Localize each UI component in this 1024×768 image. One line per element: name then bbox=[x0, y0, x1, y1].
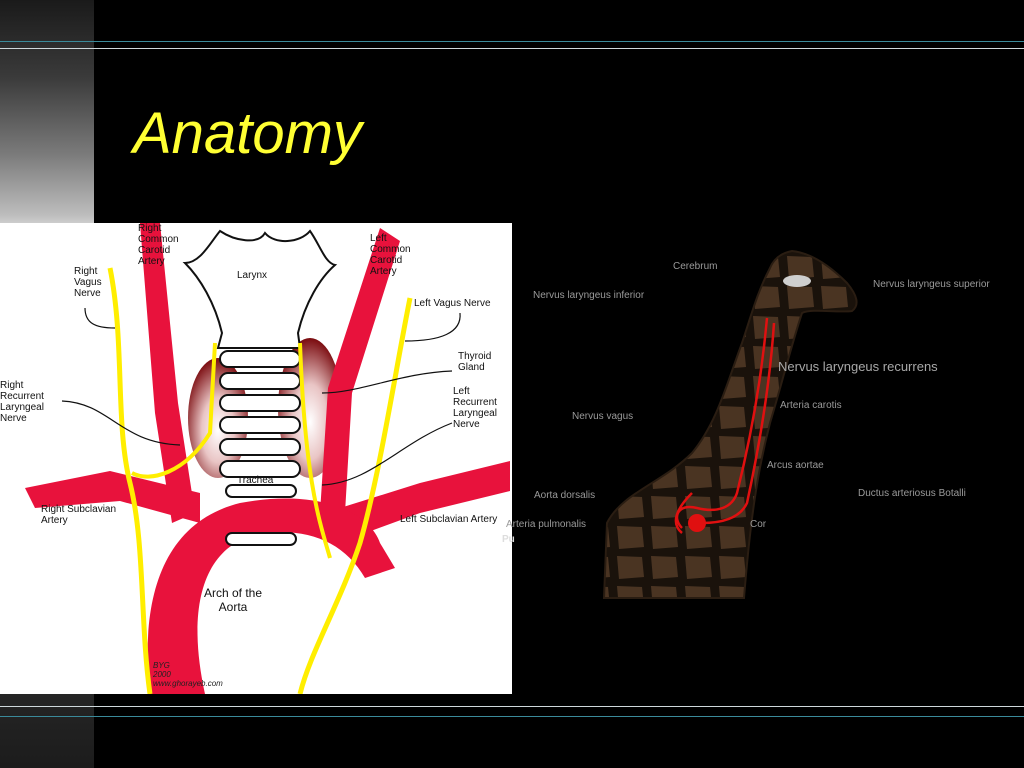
label-trachea: Trachea bbox=[237, 475, 274, 486]
label-left-vagus: Left Vagus Nerve bbox=[414, 298, 491, 309]
bottom-rule-2 bbox=[0, 716, 1024, 717]
right-recurrent-nerve bbox=[131, 342, 217, 479]
human-anatomy-drawing bbox=[25, 223, 510, 694]
label-right-subclavian: Right Subclavian Artery bbox=[41, 504, 117, 526]
giraffe-nerve-path bbox=[674, 317, 776, 534]
left-recurrent-nerve bbox=[298, 342, 332, 559]
label-cerebrum: Cerebrum bbox=[673, 261, 718, 272]
label-cor: Cor bbox=[750, 519, 767, 530]
label-left-rln: Left Recurrent Laryngeal Nerve bbox=[453, 386, 497, 430]
right-subclavian bbox=[25, 471, 200, 523]
label-larynx: Larynx bbox=[237, 270, 268, 281]
top-rule-1 bbox=[0, 41, 1024, 42]
giraffe-brain bbox=[783, 275, 811, 287]
slide-title: Anatomy bbox=[133, 101, 362, 166]
label-right-rln: Right Recurrent Laryngeal Nerve bbox=[0, 380, 44, 424]
giraffe-drawing bbox=[602, 249, 858, 599]
label-arcus-aortae: Arcus aortae bbox=[767, 460, 824, 471]
giraffe-diagram: Cerebrum Nervus laryngeus inferior Nervu… bbox=[506, 223, 1024, 694]
left-vagus-nerve bbox=[297, 297, 413, 694]
label-n-laryngeus-inferior: Nervus laryngeus inferior bbox=[533, 290, 645, 301]
label-n-laryngeus-recurrens: Nervus laryngeus recurrens bbox=[778, 359, 938, 374]
label-thyroid: Thyroid Gland bbox=[458, 351, 492, 373]
label-right-vagus: Right Vagus Nerve bbox=[74, 266, 102, 299]
aortic-arch bbox=[147, 498, 395, 694]
label-left-subclavian: Left Subclavian Artery bbox=[400, 514, 498, 525]
label-partial-pu: Pu bbox=[502, 534, 515, 545]
label-arteria-carotis: Arteria carotis bbox=[780, 400, 842, 411]
human-anatomy-diagram: Right Common Carotid Artery Left Common … bbox=[0, 223, 512, 694]
left-common-carotid bbox=[320, 228, 400, 513]
left-subclavian bbox=[340, 461, 510, 535]
label-ductus-botalli: Ductus arteriosus Botalli bbox=[858, 488, 966, 499]
label-credit: BYG 2000 www.ghorayeb.com bbox=[153, 661, 223, 688]
right-vagus-nerve bbox=[107, 267, 153, 694]
label-right-cca: Right Common Carotid Artery bbox=[138, 223, 179, 267]
label-left-cca: Left Common Carotid Artery bbox=[370, 233, 411, 277]
label-nervus-vagus: Nervus vagus bbox=[572, 411, 634, 422]
label-aorta-dorsalis: Aorta dorsalis bbox=[534, 490, 596, 501]
bottom-rule-1 bbox=[0, 706, 1024, 707]
label-arteria-pulmonalis: Arteria pulmonalis bbox=[506, 519, 587, 530]
trachea-rings bbox=[219, 350, 301, 546]
right-common-carotid bbox=[140, 223, 195, 523]
label-n-laryngeus-superior: Nervus laryngeus superior bbox=[873, 279, 990, 290]
top-rule-2 bbox=[0, 48, 1024, 49]
giraffe-heart bbox=[688, 514, 706, 532]
giraffe-silhouette bbox=[602, 249, 858, 599]
pointer-arrows bbox=[61, 307, 461, 486]
label-arch: Arch of the Aorta bbox=[204, 586, 263, 614]
larynx-outline bbox=[182, 229, 338, 349]
